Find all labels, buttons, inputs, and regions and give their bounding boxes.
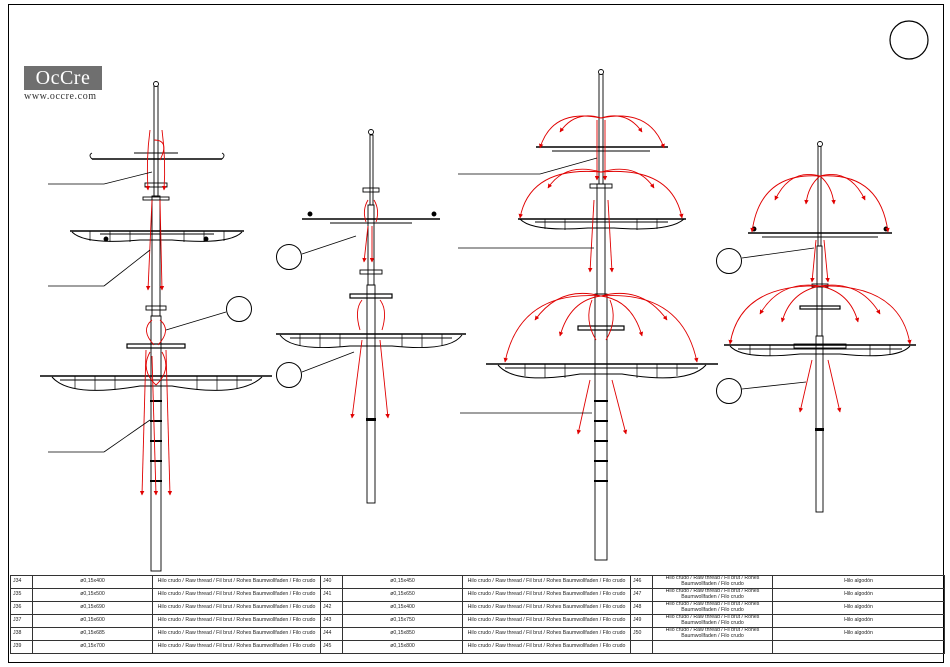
- part-code: J34: [10, 575, 33, 589]
- part-code: J50: [630, 627, 653, 641]
- part-description: Hilo crudo / Raw thread / Fil brut / Roh…: [652, 575, 773, 589]
- part-description: Hilo crudo / Raw thread / Fil brut / Roh…: [462, 640, 631, 654]
- part-size: ø0,15x800: [342, 640, 463, 654]
- part-material: [772, 640, 945, 654]
- part-code: J40: [320, 575, 343, 589]
- part-material: Hilo algodón: [772, 614, 945, 628]
- callout-circle: [276, 244, 302, 270]
- occre-logo: OcCre www.occre.com: [24, 66, 102, 102]
- mast-fore-threads: [139, 129, 173, 496]
- part-size: ø0,15x650: [342, 588, 463, 602]
- part-description: Hilo crudo / Raw thread / Fil brut / Roh…: [462, 601, 631, 615]
- part-description: [652, 640, 773, 654]
- part-description: Hilo crudo / Raw thread / Fil brut / Roh…: [652, 614, 773, 628]
- logo-brand: OcCre: [24, 66, 102, 90]
- part-size: ø0,15x400: [32, 575, 153, 589]
- part-size: ø0,15x600: [32, 614, 153, 628]
- part-description: Hilo crudo / Raw thread / Fil brut / Roh…: [462, 588, 631, 602]
- part-size: ø0,15x685: [32, 627, 153, 641]
- mast-jigger: [724, 141, 916, 513]
- part-code: J47: [630, 588, 653, 602]
- part-code: J38: [10, 627, 33, 641]
- part-code: J43: [320, 614, 343, 628]
- part-code: J48: [630, 601, 653, 615]
- rigging-diagram: [40, 20, 929, 572]
- part-code: J42: [320, 601, 343, 615]
- plan-sheet: [8, 4, 944, 663]
- callout-circle: [226, 296, 252, 322]
- part-description: Hilo crudo / Raw thread / Fil brut / Roh…: [462, 614, 631, 628]
- part-code: J45: [320, 640, 343, 654]
- part-size: ø0,15x750: [342, 614, 463, 628]
- part-description: Hilo crudo / Raw thread / Fil brut / Roh…: [152, 627, 321, 641]
- part-size: ø0,15x690: [32, 601, 153, 615]
- part-code: J44: [320, 627, 343, 641]
- part-description: Hilo crudo / Raw thread / Fil brut / Roh…: [652, 627, 773, 641]
- page-number-circle: [889, 20, 929, 60]
- part-description: Hilo crudo / Raw thread / Fil brut / Roh…: [152, 614, 321, 628]
- callout-circle: [716, 378, 742, 404]
- mast-fore-leaders: [48, 171, 227, 453]
- callout-circle: [716, 248, 742, 274]
- part-description: Hilo crudo / Raw thread / Fil brut / Roh…: [652, 601, 773, 615]
- part-code: J49: [630, 614, 653, 628]
- mast-main-threads: [350, 199, 390, 419]
- mast-mizzen-leaders: [458, 157, 598, 414]
- part-description: Hilo crudo / Raw thread / Fil brut / Roh…: [462, 627, 631, 641]
- logo-url: www.occre.com: [24, 91, 97, 102]
- callout-circle: [276, 362, 302, 388]
- part-description: Hilo crudo / Raw thread / Fil brut / Roh…: [152, 588, 321, 602]
- part-material: Hilo algodón: [772, 588, 945, 602]
- part-code: J35: [10, 588, 33, 602]
- mast-mizzen-threads: [503, 115, 699, 435]
- part-size: ø0,15x700: [32, 640, 153, 654]
- part-description: Hilo crudo / Raw thread / Fil brut / Roh…: [152, 575, 321, 589]
- part-code: J39: [10, 640, 33, 654]
- mast-fore: [40, 81, 272, 572]
- part-size: ø0,15x500: [32, 588, 153, 602]
- part-code: J41: [320, 588, 343, 602]
- part-size: ø0,15x450: [342, 575, 463, 589]
- part-size: ø0,15x850: [342, 627, 463, 641]
- part-material: Hilo algodón: [772, 575, 945, 589]
- part-description: Hilo crudo / Raw thread / Fil brut / Roh…: [152, 640, 321, 654]
- mast-main-leaders: [301, 235, 357, 373]
- part-code: J36: [10, 601, 33, 615]
- part-code: J46: [630, 575, 653, 589]
- part-material: Hilo algodón: [772, 601, 945, 615]
- part-code: [630, 640, 653, 654]
- mast-jigger-threads: [728, 174, 912, 413]
- part-size: ø0,15x400: [342, 601, 463, 615]
- part-material: Hilo algodón: [772, 627, 945, 641]
- mast-jigger-leaders: [741, 247, 815, 390]
- mast-main: [276, 129, 466, 504]
- part-description: Hilo crudo / Raw thread / Fil brut / Roh…: [152, 601, 321, 615]
- part-description: Hilo crudo / Raw thread / Fil brut / Roh…: [462, 575, 631, 589]
- part-description: Hilo crudo / Raw thread / Fil brut / Roh…: [652, 588, 773, 602]
- mast-mizzen: [486, 69, 718, 561]
- part-code: J37: [10, 614, 33, 628]
